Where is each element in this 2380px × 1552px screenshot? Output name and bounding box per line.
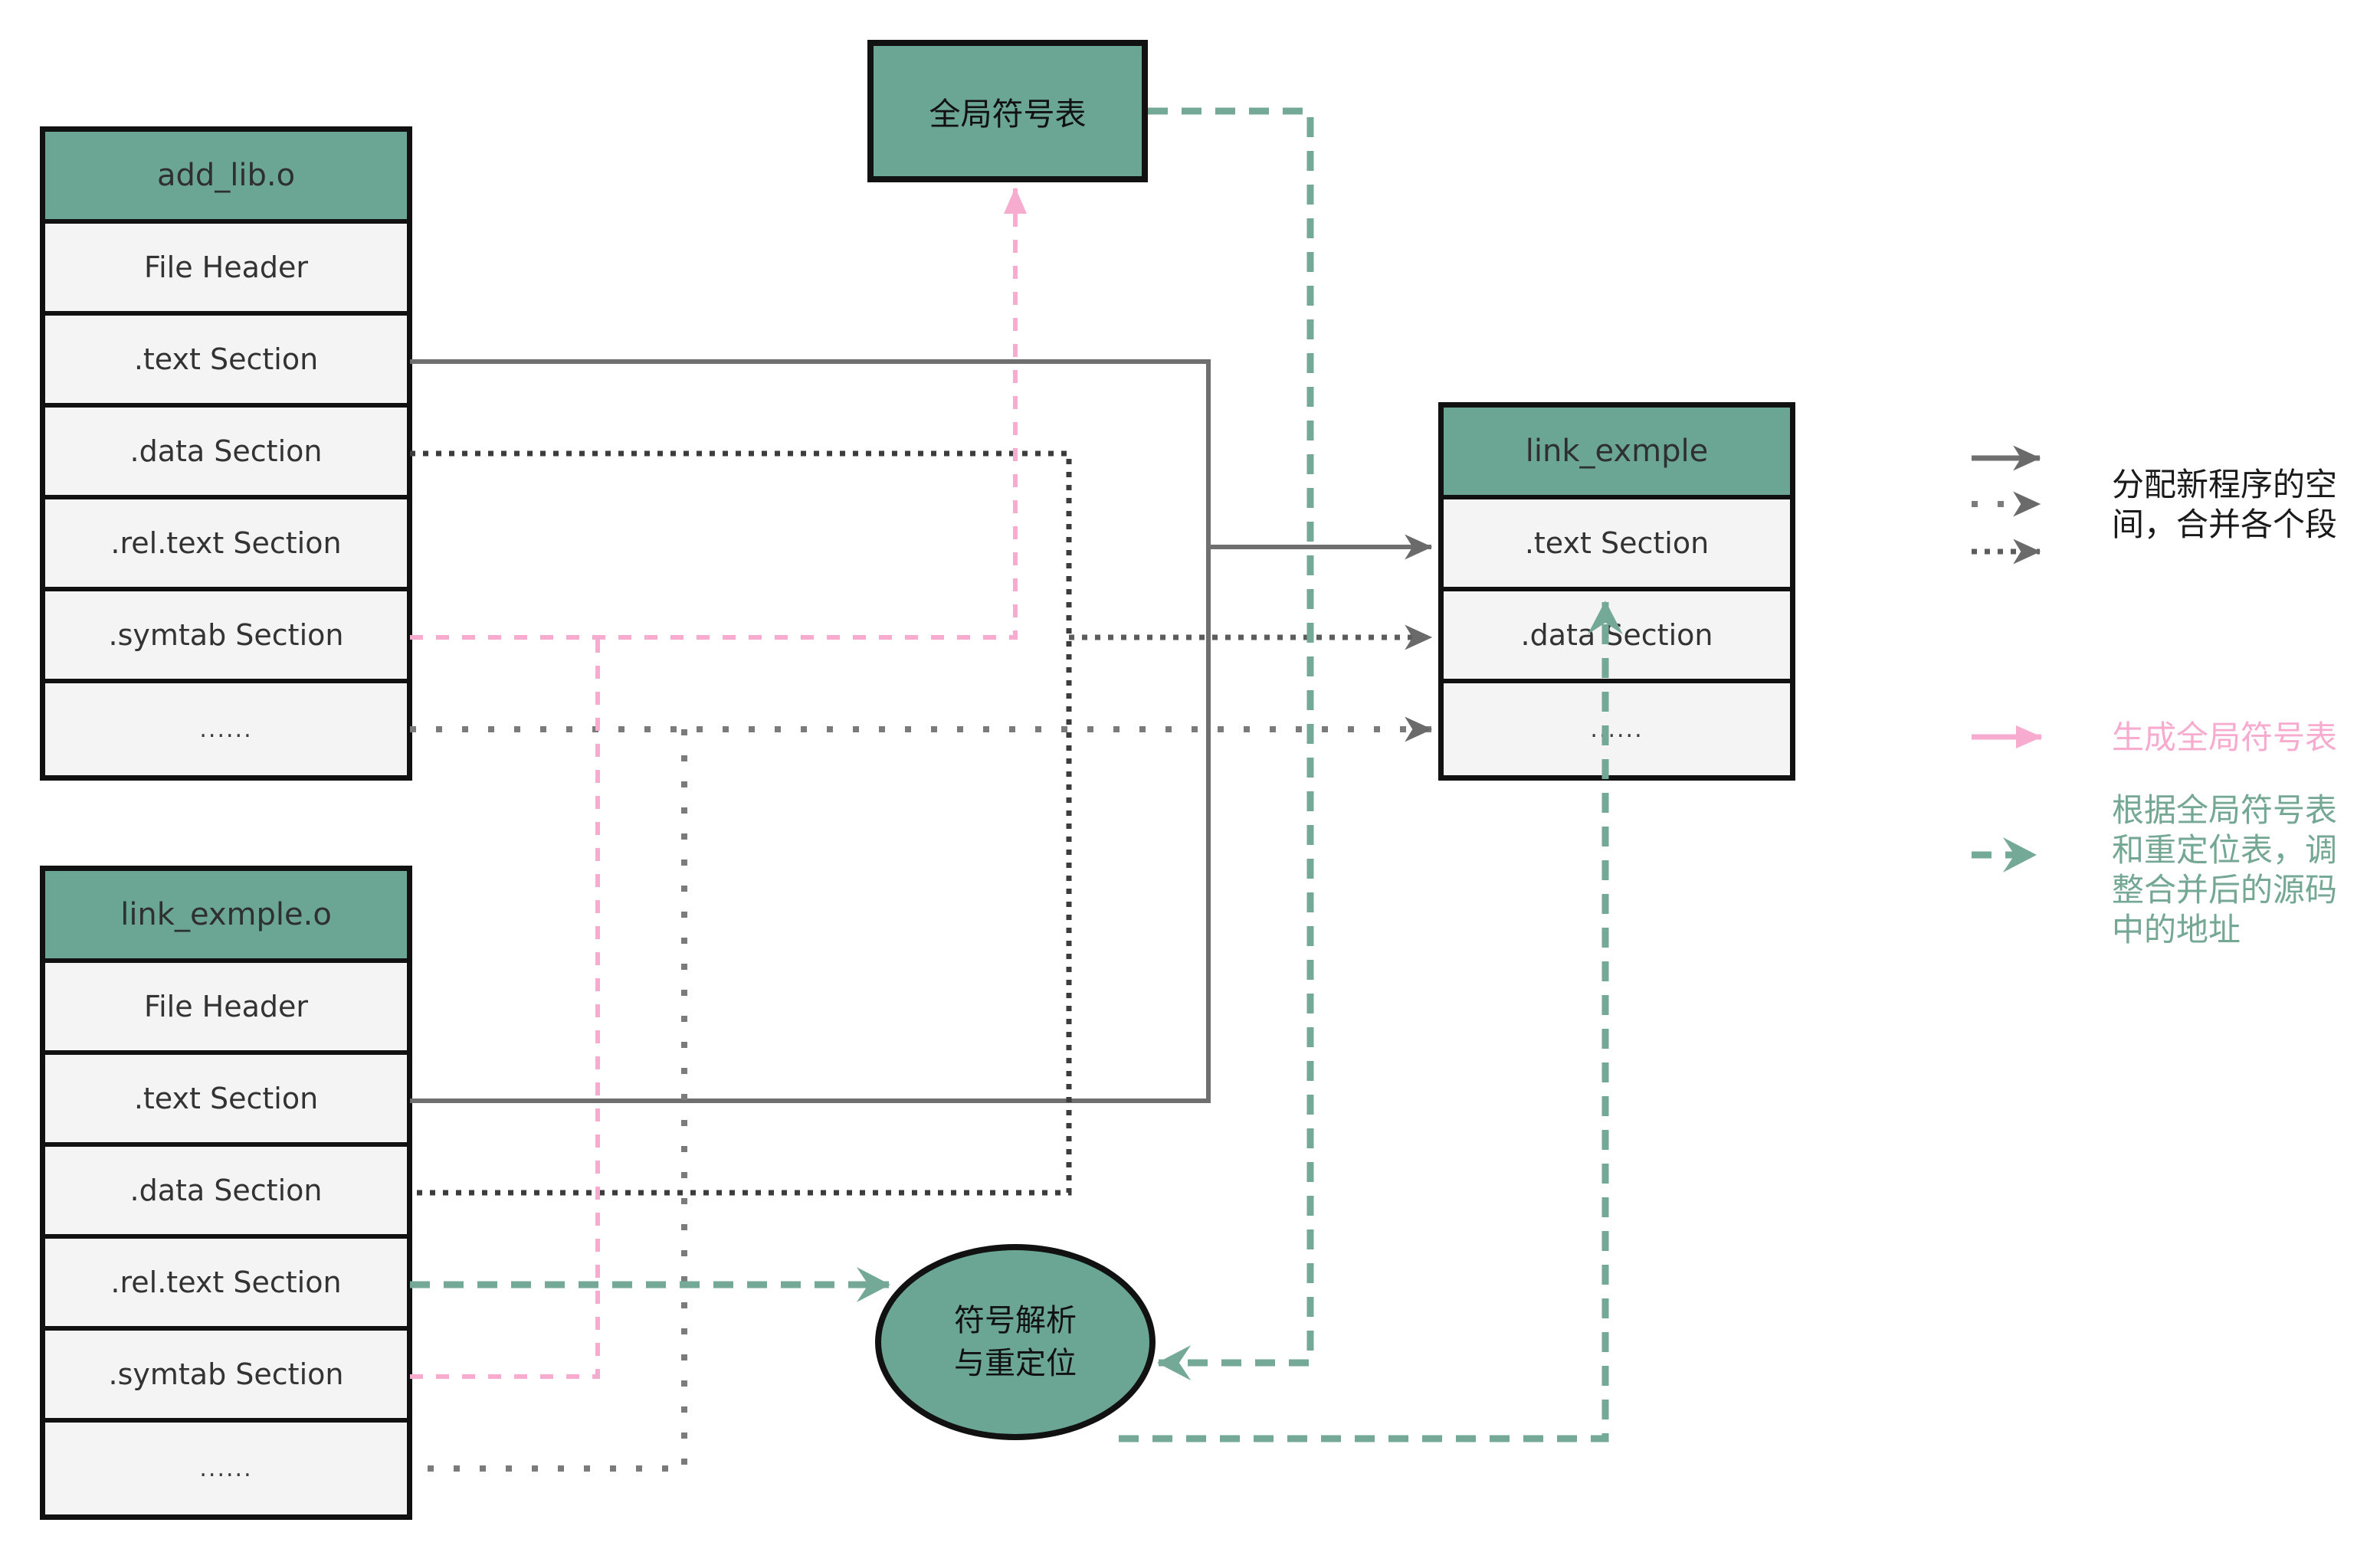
table-row: ...... — [199, 715, 253, 743]
legend-label-generate-symtab: 生成全局符号表 — [2112, 719, 2338, 756]
connector-rest-merge — [410, 729, 687, 1472]
table-add-lib-o-title: add_lib.o — [45, 132, 407, 224]
node-global-symbol-table: 全局符号表 — [867, 40, 1148, 182]
table-row: ...... — [1590, 715, 1644, 743]
table-link-exmple-output: link_exmple .text Section .data Section … — [1438, 402, 1795, 781]
legend-label-merge: 分配新程序的空 间，合并各个段 — [2112, 466, 2338, 543]
table-row: File Header — [45, 963, 407, 1055]
table-row: .data Section — [45, 408, 407, 499]
table-row: .symtab Section — [45, 1331, 407, 1423]
table-row: .symtab Section — [45, 591, 407, 683]
connector-text-merge — [410, 359, 1211, 1103]
table-row: .text Section — [45, 316, 407, 408]
table-row: .data Section — [45, 1147, 407, 1239]
table-row: .rel.text Section — [45, 1239, 407, 1331]
table-row: .text Section — [45, 1055, 407, 1147]
table-add-lib-o: add_lib.o File Header .text Section .dat… — [40, 126, 412, 781]
table-row: .data Section — [1444, 591, 1790, 683]
table-row: ...... — [199, 1455, 253, 1482]
table-row: .rel.text Section — [45, 499, 407, 591]
connector-symtab-join — [410, 637, 600, 1379]
node-global-symbol-table-label: 全局符号表 — [929, 96, 1087, 133]
connector-data-merge — [410, 450, 1072, 1196]
node-symbol-resolution: 符号解析 与重定位 — [875, 1244, 1156, 1440]
node-symbol-resolution-label: 符号解析 与重定位 — [954, 1303, 1077, 1381]
arrow-global-table-to-resolve — [1148, 107, 1314, 1380]
legend-label-relocate: 根据全局符号表 和重定位表，调 整合并后的源码 中的地址 — [2112, 791, 2338, 948]
table-link-exmple-o-title: link_exmple.o — [45, 871, 407, 963]
arrow-symtab-to-global-table — [410, 187, 1027, 640]
table-link-exmple-output-title: link_exmple — [1444, 408, 1790, 499]
table-link-exmple-o: link_exmple.o File Header .text Section … — [40, 866, 412, 1520]
table-row: File Header — [45, 224, 407, 316]
table-row: .text Section — [1444, 499, 1790, 591]
